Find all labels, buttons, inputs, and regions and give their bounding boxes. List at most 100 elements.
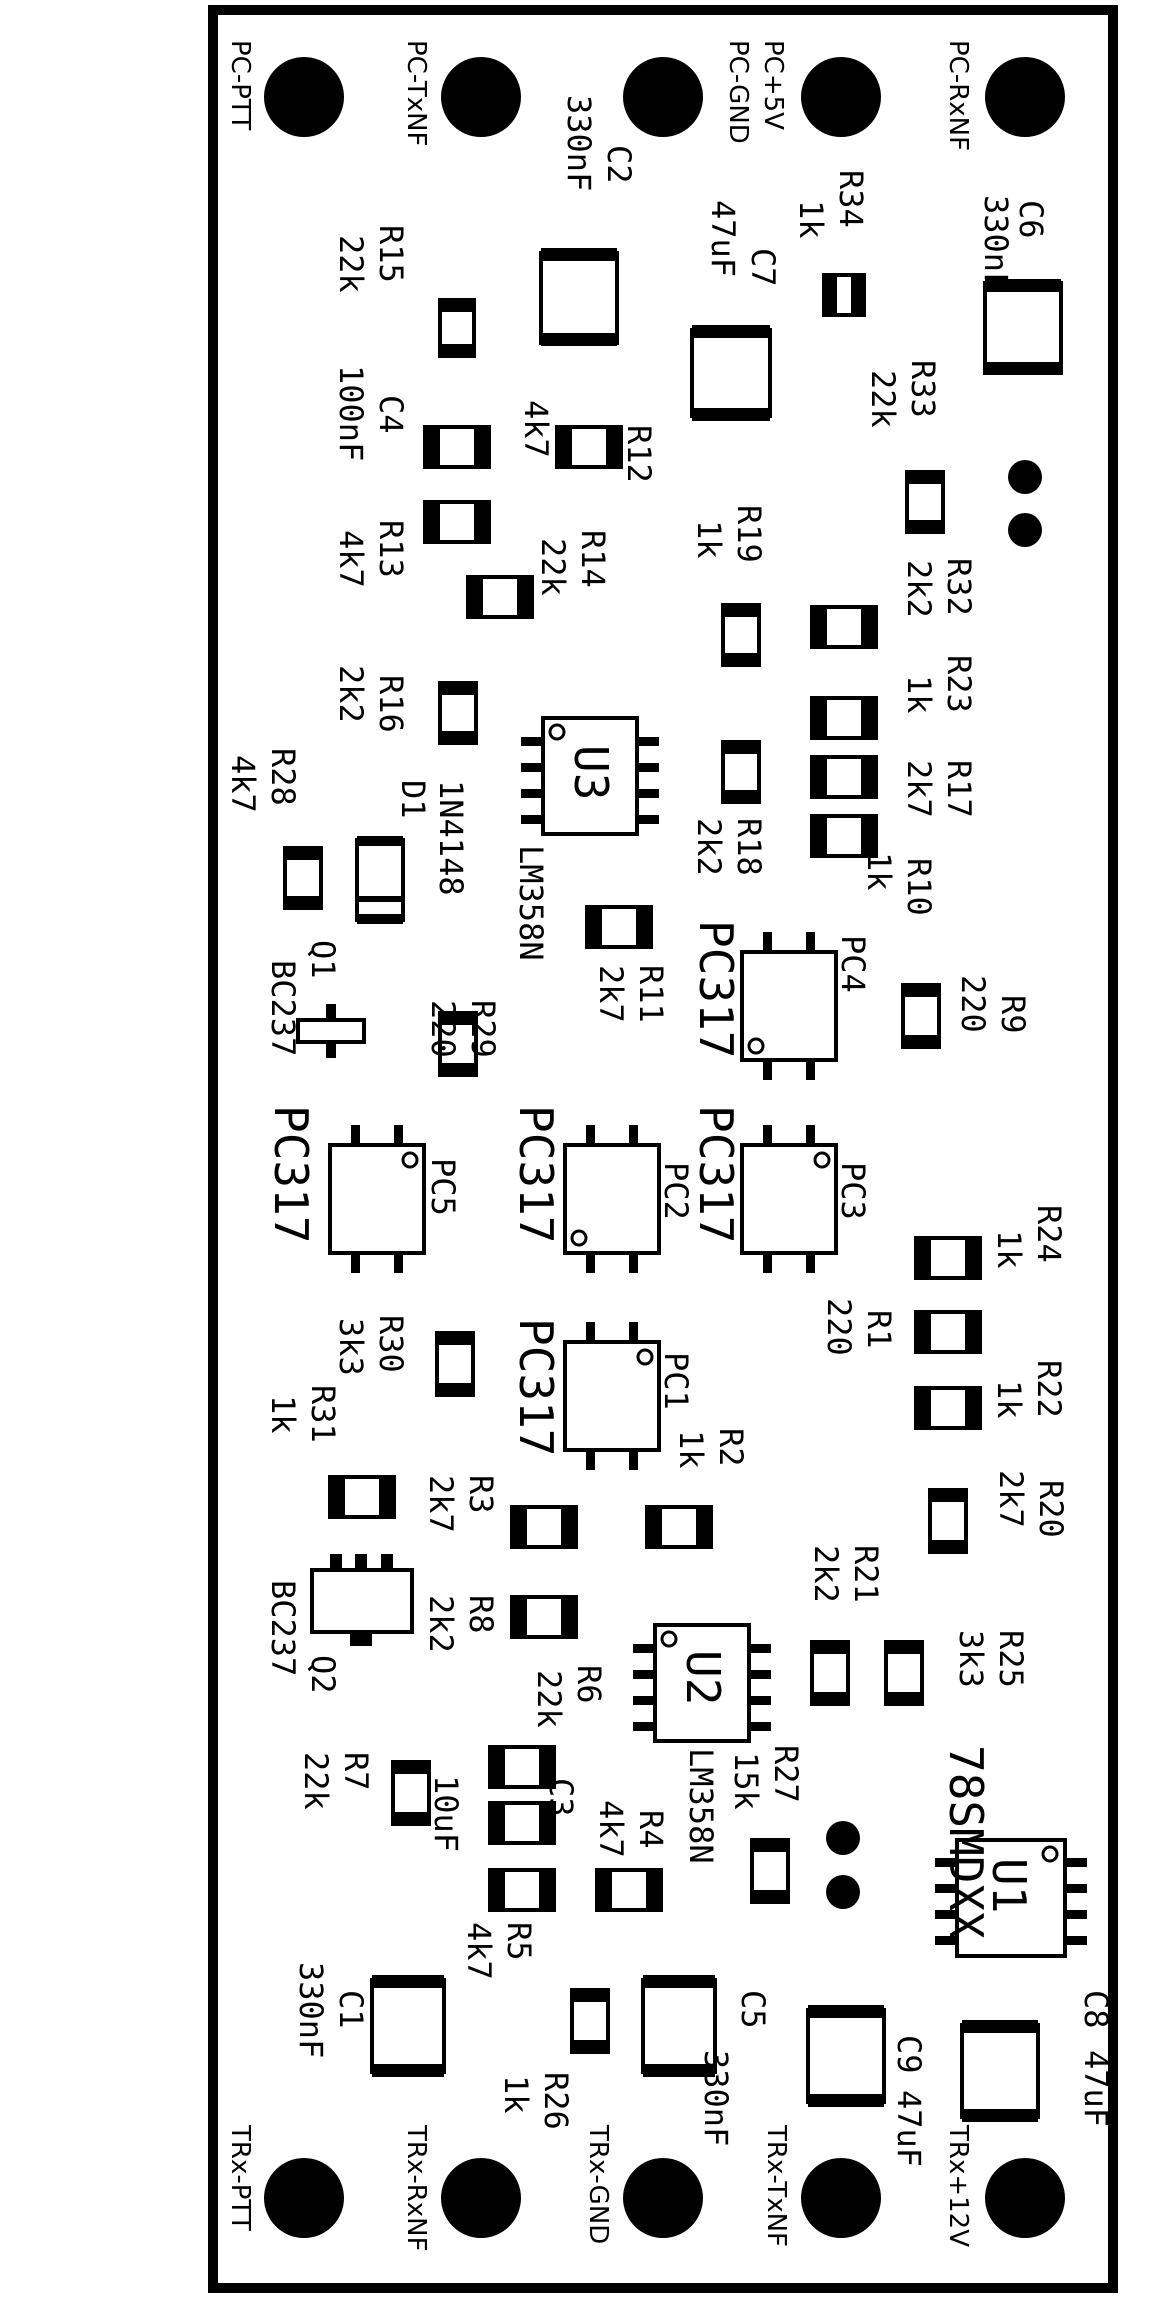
pin-label: TRx-GND (583, 2124, 613, 2244)
pad-trx-ptt[interactable] (264, 2158, 344, 2238)
value-label: LM358N (512, 845, 550, 961)
value-label: 1k (990, 1230, 1028, 1269)
ref-label: Q2 (304, 1655, 342, 1694)
ref-label: R11 (632, 965, 670, 1023)
resistor-r30[interactable]: R30 3k3 (332, 1315, 475, 1397)
optocoupler-pc5[interactable]: PC5 PC317 (264, 1105, 462, 1273)
resistor-r29[interactable]: R29 220 (424, 1000, 502, 1077)
resistor-r8[interactable]: R8 2k2 (422, 1595, 578, 1653)
resistor-r5[interactable]: R5 4k7 (460, 1868, 556, 1980)
ref-label: R10 (900, 858, 938, 916)
capacitor-c5[interactable]: C5 330nF (641, 1975, 772, 2146)
optocoupler-pc4[interactable]: PC4 PC317 (689, 920, 872, 1080)
resistor-r15[interactable]: R15 22k (332, 225, 476, 358)
resistor-r16[interactable]: R16 2k2 (332, 665, 478, 745)
resistor-r10[interactable]: R10 1k (810, 814, 938, 916)
resistor-r9[interactable]: R9 220 (901, 975, 1032, 1049)
value-label: 1k (792, 200, 830, 239)
pad-pc-txnf[interactable] (441, 57, 521, 137)
value-label: 4k7 (224, 755, 262, 813)
resistor-r28[interactable]: R28 4k7 (224, 748, 323, 910)
capacitor-c1[interactable]: C1 330nF (292, 1962, 446, 2077)
ref-label: PC5 (424, 1158, 462, 1216)
ref-label: R5 (500, 1922, 538, 1961)
resistor-r21[interactable]: R21 2k2 (807, 1545, 885, 1706)
resistor-r18[interactable]: R18 2k2 (690, 740, 768, 876)
pad-pc-ptt[interactable] (264, 57, 344, 137)
value-label: PC317 (509, 1105, 563, 1243)
resistor-r17[interactable]: R17 2k7 (810, 755, 978, 818)
resistor-r2[interactable]: R2 1k (645, 1428, 750, 1549)
ref-label: R9 (994, 995, 1032, 1034)
resistor-r25[interactable]: R25 3k3 (884, 1630, 1030, 1706)
resistor-r27[interactable]: R27 15k (727, 1745, 805, 1904)
optocoupler-pc3[interactable]: PC3 PC317 (689, 1105, 872, 1273)
resistor-r34[interactable]: R34 1k (792, 170, 870, 317)
transistor-q2[interactable]: Q2 BC237 (264, 1554, 414, 1694)
pad-pc-rxnf[interactable] (985, 57, 1065, 137)
resistor-r3[interactable]: R3 2k7 (422, 1475, 578, 1549)
test-pad[interactable] (826, 1875, 860, 1909)
resistor-r22[interactable]: R22 1k (914, 1360, 1068, 1430)
diode-d1[interactable]: D1 1N4148 (355, 780, 470, 924)
test-pad[interactable] (826, 1821, 860, 1855)
resistor-r6[interactable]: R6 22k (488, 1665, 608, 1789)
capacitor-c3[interactable]: C3 10uF (427, 1775, 580, 1852)
resistor-r24[interactable]: R24 1k (914, 1205, 1068, 1280)
ref-label: C7 (744, 248, 782, 287)
optocoupler-pc1[interactable]: PC1 PC317 (509, 1318, 695, 1470)
ic-u2[interactable]: U2 LM358N (633, 1623, 771, 1864)
resistor-r20[interactable]: R20 2k7 (928, 1470, 1070, 1554)
ref-label: U3 (564, 745, 618, 800)
resistor-r7[interactable]: R7 22k (297, 1752, 431, 1826)
ref-label: R14 (574, 530, 612, 588)
capacitor-c9[interactable]: C9 47uF (806, 2005, 928, 2167)
value-label: 220 (424, 1000, 462, 1058)
resistor-r19[interactable]: R19 1k (690, 505, 768, 667)
pad-trx-gnd[interactable] (623, 2158, 703, 2238)
pad-trx-rxnf[interactable] (441, 2158, 521, 2238)
resistor-r31[interactable]: R31 1k (264, 1385, 396, 1519)
value-label: 3k3 (332, 1318, 370, 1376)
pin-label: PC-GND (723, 40, 753, 144)
value-label: 4k7 (332, 530, 370, 588)
pad-trx-txnf[interactable] (801, 2158, 881, 2238)
test-pad[interactable] (1008, 460, 1042, 494)
resistor-r14[interactable]: R14 22k (466, 530, 612, 619)
ref-label: R3 (462, 1475, 500, 1514)
ref-label: C6 (1012, 200, 1050, 239)
ic-u1[interactable]: U1 78SMDXX (935, 1745, 1087, 1958)
resistor-r23[interactable]: R23 1k (810, 655, 978, 740)
ref-label: R25 (992, 1630, 1030, 1688)
value-label: 47uF (704, 200, 742, 277)
capacitor-c7[interactable]: C7 47uF (690, 200, 782, 421)
pad-pc-5v[interactable] (801, 57, 881, 137)
capacitor-c4[interactable]: C4 100nF (332, 365, 491, 469)
resistor-r26[interactable]: R26 1k (497, 1988, 610, 2130)
transistor-q1[interactable]: Q1 BC237 (264, 940, 366, 1058)
optocoupler-pc2[interactable]: PC2 PC317 (509, 1105, 695, 1273)
resistor-r32[interactable]: R32 2k2 (810, 558, 978, 649)
pad-trx-12v[interactable] (985, 2158, 1065, 2238)
ref-label: R1 (860, 1310, 898, 1349)
ref-label: C4 (372, 395, 410, 434)
ic-u3[interactable]: U3 LM358N (512, 716, 659, 961)
resistor-r4[interactable]: R4 4k7 (592, 1800, 670, 1912)
pin-label: PC-TxNF (401, 40, 431, 147)
pad-pc-gnd[interactable] (623, 57, 703, 137)
resistor-r12[interactable]: R12 4k7 (517, 400, 658, 483)
resistor-r1[interactable]: R1 220 (820, 1298, 982, 1356)
ref-label: R18 (730, 818, 768, 876)
value-label: 1k (497, 2075, 535, 2114)
value-label: 1k (860, 852, 898, 891)
capacitor-c2[interactable]: C2 330nF (539, 95, 638, 346)
capacitor-c6[interactable]: C6 330nF (977, 195, 1063, 375)
value-label: PC317 (264, 1105, 318, 1243)
resistor-r33[interactable]: R33 22k (864, 360, 945, 534)
resistor-r11[interactable]: R11 2k7 (585, 905, 670, 1023)
test-pad[interactable] (1008, 513, 1042, 547)
ref-label: PC1 (657, 1352, 695, 1410)
capacitor-c8[interactable]: C8 47uF (960, 1990, 1115, 2127)
connector-row-bottom (264, 2158, 1065, 2238)
resistor-r13[interactable]: R13 4k7 (332, 500, 491, 588)
